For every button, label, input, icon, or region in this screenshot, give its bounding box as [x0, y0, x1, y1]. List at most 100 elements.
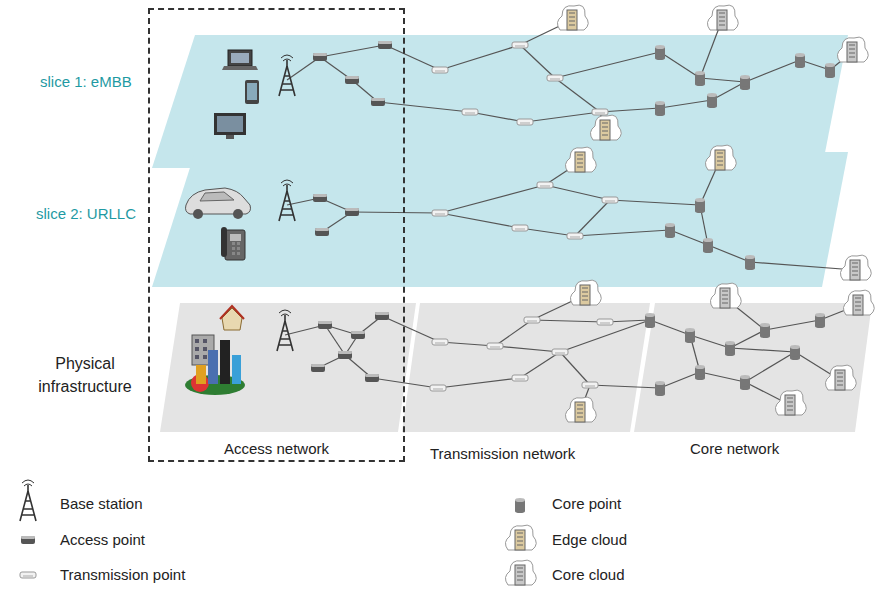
- network-link: [660, 100, 712, 108]
- edge-cloud-icon: [557, 5, 588, 30]
- network-link: [352, 212, 440, 213]
- transmission-point-icon: [430, 385, 446, 391]
- network-link: [560, 352, 590, 385]
- access-point-icon: [313, 194, 327, 202]
- network-link: [545, 185, 610, 200]
- network-link: [520, 45, 555, 78]
- legend-text: Base station: [60, 495, 143, 512]
- network-link: [590, 385, 660, 388]
- network-link: [750, 262, 855, 270]
- core-cloud-icon: [837, 37, 868, 62]
- transmission-point-icon: [20, 572, 36, 578]
- access-plane: [160, 303, 416, 432]
- transmission-point-icon: [432, 210, 448, 216]
- access-point-icon: [345, 208, 359, 216]
- access-point-icon: [311, 364, 325, 372]
- network-link: [745, 352, 795, 382]
- transmission-point-icon: [592, 109, 608, 115]
- access-point-icon: [351, 331, 365, 339]
- network-link: [660, 372, 700, 388]
- core-cloud-icon: [840, 255, 871, 280]
- network-link: [555, 78, 600, 112]
- core-point-icon: [795, 53, 805, 68]
- base-station-icon: [279, 55, 295, 96]
- legend-text: Transmission point: [60, 566, 185, 583]
- core-point-icon: [725, 341, 735, 356]
- access-point-icon: [378, 41, 392, 49]
- network-link: [440, 185, 545, 213]
- network-link: [650, 320, 690, 335]
- transmission-point-icon: [567, 233, 583, 239]
- transmission-point-icon: [602, 197, 618, 203]
- region-label: Core network: [690, 440, 779, 457]
- core-point-icon: [745, 255, 755, 270]
- core-point-icon: [695, 71, 705, 86]
- network-points: [277, 5, 874, 422]
- core-cloud-icon: [843, 290, 874, 315]
- transmission-point-icon: [432, 339, 448, 345]
- transmission-plane: [402, 303, 650, 432]
- network-link: [660, 52, 700, 78]
- transmission-point-icon: [462, 109, 478, 115]
- network-link: [438, 378, 520, 388]
- core-point-icon: [703, 238, 713, 253]
- legend-text: Edge cloud: [552, 531, 627, 548]
- core-cloud-icon: [707, 5, 738, 30]
- legend-text: Core point: [552, 495, 621, 512]
- network-link: [382, 316, 440, 342]
- network-link: [440, 213, 520, 228]
- core-point-icon: [685, 328, 695, 343]
- base-station-icon: [277, 310, 293, 351]
- access-point-icon: [338, 351, 352, 359]
- slice-label: slice 1: eMBB: [40, 73, 132, 90]
- network-link: [610, 200, 700, 205]
- region-box: Access network: [148, 8, 405, 462]
- network-link: [385, 45, 440, 70]
- transmission-point-icon: [524, 317, 540, 323]
- legend-text: Access point: [60, 531, 145, 548]
- access-point-icon: [315, 228, 329, 236]
- network-link: [520, 352, 560, 378]
- network-link: [730, 330, 765, 348]
- core-plane: [634, 303, 872, 432]
- core-point-icon: [655, 101, 665, 116]
- slice-label: slice 2: URLLC: [36, 205, 136, 222]
- network-link: [700, 372, 745, 382]
- access-point-icon: [345, 76, 359, 84]
- transmission-point-icon: [547, 75, 563, 81]
- slice-plane: [152, 35, 848, 168]
- edge-cloud-icon: [505, 525, 536, 550]
- edge-cloud-icon: [705, 145, 736, 170]
- core-point-icon: [695, 198, 705, 213]
- transmission-point-icon: [582, 382, 598, 388]
- base-station-icon: [279, 180, 295, 221]
- network-link: [765, 320, 820, 330]
- network-link: [495, 346, 560, 352]
- network-link: [320, 45, 385, 57]
- network-link: [730, 348, 795, 352]
- access-point-icon: [318, 321, 332, 329]
- network-link: [525, 112, 600, 122]
- core-cloud-icon: [710, 283, 741, 308]
- core-point-icon: [655, 381, 665, 396]
- core-point-icon: [695, 365, 705, 380]
- edge-cloud-icon: [570, 280, 601, 305]
- base-station-icon: [20, 480, 36, 521]
- network-link: [575, 230, 670, 236]
- legend-text: Core cloud: [552, 566, 625, 583]
- core-point-icon: [760, 323, 770, 338]
- transmission-point-icon: [537, 182, 553, 188]
- core-point-icon: [665, 223, 675, 238]
- edge-cloud-icon: [565, 397, 596, 422]
- access-point-icon: [375, 312, 389, 320]
- network-link: [600, 108, 660, 112]
- access-point-icon: [365, 374, 379, 382]
- core-point-icon: [825, 63, 835, 78]
- core-point-icon: [655, 45, 665, 60]
- transmission-point-icon: [512, 225, 528, 231]
- core-cloud-icon: [775, 390, 806, 415]
- network-link: [555, 52, 660, 78]
- network-link: [745, 60, 800, 82]
- transmission-point-icon: [517, 119, 533, 125]
